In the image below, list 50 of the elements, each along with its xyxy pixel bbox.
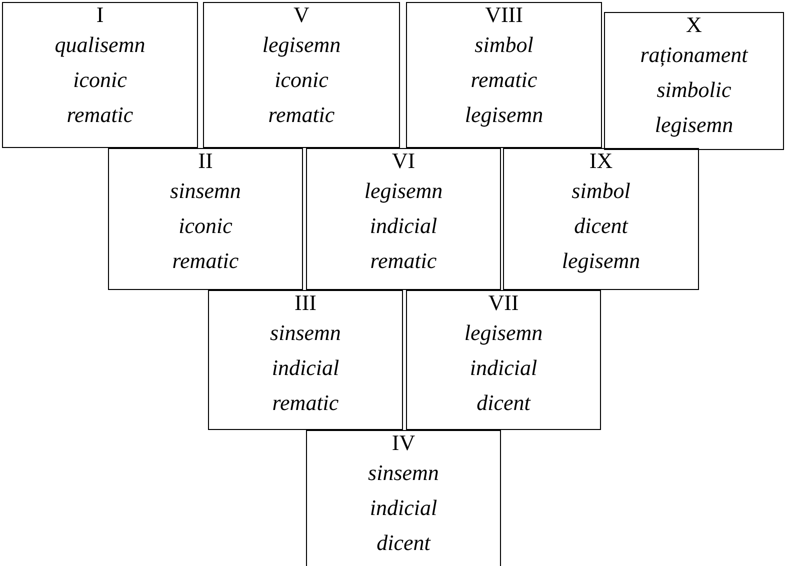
roman-numeral: III — [294, 291, 318, 315]
sign-class-label: indicial — [270, 354, 340, 382]
sign-class-label: legisemn — [363, 177, 444, 205]
roman-numeral: V — [292, 3, 310, 27]
text-box — [406, 290, 601, 430]
sign-class-label: iconic — [178, 212, 234, 240]
text-box — [503, 148, 699, 290]
sign-class-label: dicent — [476, 389, 532, 417]
sign-class-label: rematic — [271, 389, 340, 417]
sign-class-label: rematic — [171, 247, 240, 275]
text-box — [406, 2, 602, 148]
sign-class-label: indicial — [468, 354, 538, 382]
sign-class-label: simbolic — [656, 76, 732, 104]
sign-class-label: dicent — [573, 212, 630, 240]
sign-class-label: sinsemn — [169, 177, 242, 205]
sign-class-label: rematic — [470, 66, 538, 94]
roman-numeral: X — [685, 13, 703, 37]
text-box — [208, 290, 403, 430]
roman-numeral: VI — [390, 149, 416, 173]
text-box — [306, 430, 501, 566]
sign-class-label: iconic — [72, 66, 128, 94]
sign-class-label: rematic — [267, 101, 336, 129]
roman-numeral: I — [95, 3, 105, 27]
text-box — [604, 12, 784, 150]
sign-class-label: legisemn — [463, 319, 544, 347]
sign-class-label: indicial — [368, 494, 438, 522]
roman-numeral: IV — [390, 431, 416, 455]
sign-class-label: rematic — [66, 101, 134, 129]
sign-class-label: legisemn — [654, 111, 734, 139]
text-box — [2, 2, 198, 148]
sign-class-label: iconic — [274, 66, 330, 94]
sign-class-label: simbol — [570, 177, 632, 205]
roman-numeral: VII — [487, 291, 520, 315]
roman-numeral: IX — [588, 149, 614, 173]
sign-class-label: sinsemn — [367, 459, 440, 487]
text-box — [108, 148, 303, 290]
text-box — [306, 148, 501, 290]
sign-class-label: dicent — [376, 529, 432, 557]
sign-class-label: sinsemn — [269, 319, 342, 347]
text-box — [203, 2, 400, 148]
sign-class-label: legisemn — [261, 31, 342, 59]
sign-class-label: indicial — [368, 212, 438, 240]
sign-class-label: legisemn — [464, 101, 544, 129]
roman-numeral: II — [197, 149, 214, 173]
roman-numeral: VIII — [484, 3, 524, 27]
sign-class-label: simbol — [474, 31, 534, 59]
sign-class-label: rematic — [369, 247, 438, 275]
sign-class-label: raționament — [639, 41, 750, 69]
sign-class-label: qualisemn — [54, 31, 146, 59]
sign-class-label: legisemn — [560, 247, 642, 275]
